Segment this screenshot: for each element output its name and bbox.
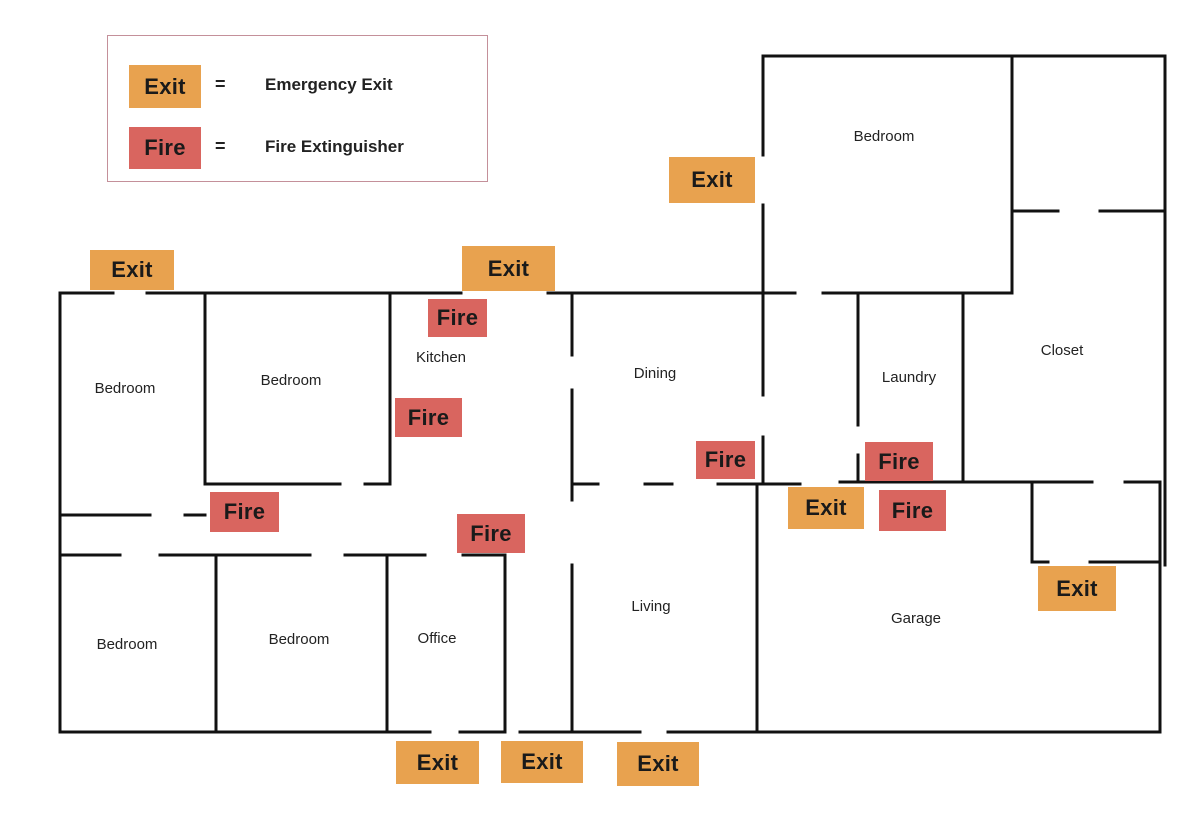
fire-extinguisher-marker: Fire <box>457 514 525 553</box>
legend: Exit = Emergency Exit Fire = Fire Exting… <box>107 35 488 182</box>
room-label-living: Living <box>631 598 671 615</box>
room-label-garage: Garage <box>890 610 942 627</box>
room-label-kitchen: Kitchen <box>415 349 467 366</box>
room-label-dining: Dining <box>633 365 677 382</box>
fire-extinguisher-marker: Fire <box>865 442 933 481</box>
room-label-closet: Closet <box>1040 342 1084 359</box>
exit-marker: Exit <box>90 250 174 290</box>
exit-marker: Exit <box>788 487 864 529</box>
exit-marker: Exit <box>462 246 555 291</box>
room-label-bedroom-northwest-1: Bedroom <box>94 380 156 397</box>
exit-marker: Exit <box>617 742 699 786</box>
exit-marker: Exit <box>501 741 583 783</box>
room-label-bedroom-top-right: Bedroom <box>853 128 915 145</box>
legend-fire-description: Fire Extinguisher <box>265 137 404 156</box>
fire-extinguisher-marker: Fire <box>879 490 946 531</box>
legend-exit-swatch: Exit <box>129 65 201 108</box>
room-label-bedroom-southwest-2: Bedroom <box>268 631 330 648</box>
room-label-bedroom-northwest-2: Bedroom <box>260 372 322 389</box>
fire-extinguisher-marker: Fire <box>210 492 279 532</box>
room-label-bedroom-southwest-1: Bedroom <box>96 636 158 653</box>
fire-extinguisher-marker: Fire <box>696 441 755 479</box>
exit-marker: Exit <box>396 741 479 784</box>
legend-fire-swatch: Fire <box>129 127 201 169</box>
legend-exit-description: Emergency Exit <box>265 75 393 94</box>
fire-extinguisher-marker: Fire <box>428 299 487 337</box>
room-label-office: Office <box>417 630 457 647</box>
exit-marker: Exit <box>1038 566 1116 611</box>
legend-fire-equals: = <box>215 136 226 156</box>
exit-marker: Exit <box>669 157 755 203</box>
walls <box>58 54 1167 734</box>
fire-extinguisher-marker: Fire <box>395 398 462 437</box>
legend-exit-equals: = <box>215 74 226 94</box>
room-label-laundry: Laundry <box>881 369 937 386</box>
